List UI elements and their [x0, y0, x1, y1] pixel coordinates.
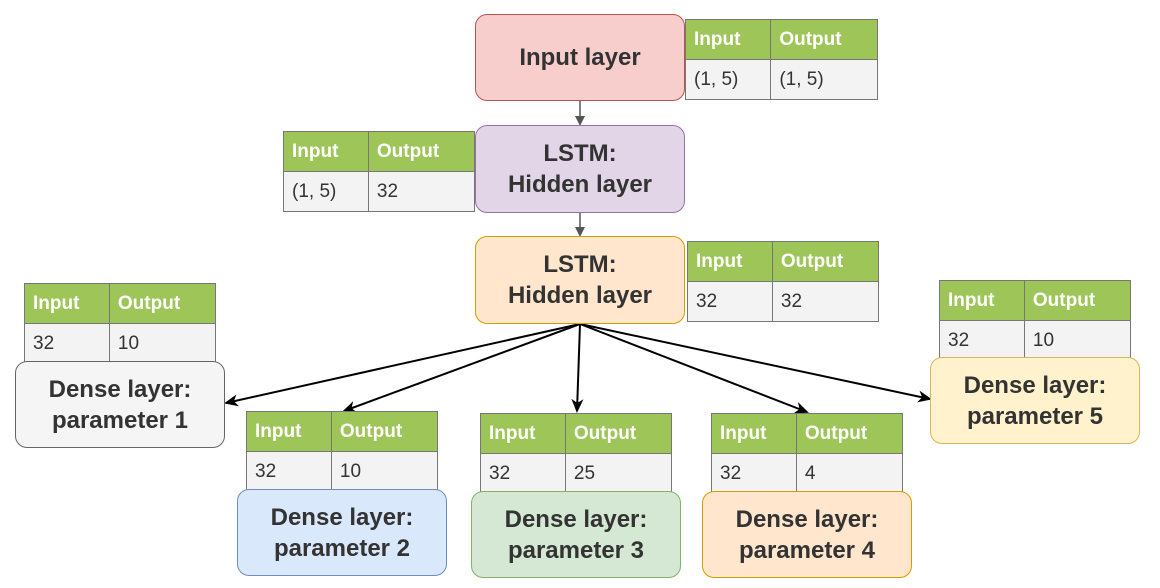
io-header-output: Output [771, 241, 880, 282]
lstm2-label-line1: LSTM: [543, 251, 617, 278]
io-header-input: Input [684, 19, 772, 60]
io-header-output: Output [795, 413, 904, 454]
io-value-output: 32 [367, 171, 476, 212]
lstm1-label-line1: LSTM: [543, 140, 617, 167]
dense-layer-5-node: Dense layer: parameter 5 [930, 357, 1140, 444]
io-value-input: 32 [246, 451, 332, 492]
io-header-output: Output [1023, 280, 1132, 321]
io-value-input: (1, 5) [684, 59, 772, 100]
dense5-label-line2: parameter 5 [966, 402, 1104, 430]
dense4-label-line2: parameter 4 [738, 536, 876, 564]
lstm2-label-line2: Hidden layer [507, 282, 653, 309]
dense4-label-line1: Dense layer: [735, 505, 879, 533]
arrow-lstm2-to-dense4 [579, 323, 809, 414]
io-value-output: (1, 5) [770, 59, 878, 100]
dense-layer-1-node: Dense layer: parameter 1 [15, 361, 225, 448]
arrow-lstm2-to-dense2 [342, 323, 581, 413]
io-header-output: Output [108, 283, 217, 324]
dense3-label-line2: parameter 3 [507, 536, 645, 564]
dense-layer-4-node: Dense layer: parameter 4 [702, 491, 912, 578]
io-value-output: 32 [771, 281, 880, 322]
io-value-input: 32 [939, 320, 1025, 361]
dense1-label-line2: parameter 1 [51, 406, 189, 434]
io-header-input: Input [687, 241, 773, 282]
arrow-lstm2-to-dense1 [224, 323, 581, 407]
lstm-hidden-layer-1-node: LSTM: Hidden layer [475, 125, 685, 213]
io-header-input: Input [711, 413, 797, 454]
io-header-output: Output [770, 19, 878, 60]
dense5-label-line1: Dense layer: [963, 371, 1107, 399]
io-header-input: Input [480, 413, 566, 454]
dense2-label-line1: Dense layer: [270, 503, 414, 531]
io-header-input: Input [246, 411, 332, 452]
dense2-label-line2: parameter 2 [273, 534, 411, 562]
io-value-output: 10 [108, 323, 217, 364]
io-value-output: 10 [1023, 320, 1132, 361]
io-header-input: Input [283, 131, 369, 172]
io-header-output: Output [367, 131, 476, 172]
io-header-output: Output [564, 413, 673, 454]
io-value-input: 32 [687, 281, 773, 322]
io-value-output: 10 [330, 451, 439, 492]
dense-layer-3-node: Dense layer: parameter 3 [471, 491, 681, 578]
dense3-label-line1: Dense layer: [504, 505, 648, 533]
io-value-input: 32 [24, 323, 110, 364]
io-value-input: 32 [480, 453, 566, 494]
io-value-output: 25 [564, 453, 673, 494]
io-header-output: Output [330, 411, 439, 452]
io-header-input: Input [939, 280, 1025, 321]
lstm-hidden-layer-2-node: LSTM: Hidden layer [475, 236, 685, 324]
arrow-lstm2-to-dense5 [579, 323, 932, 403]
arrow-lstm2-to-dense3 [571, 323, 584, 413]
io-value-output: 4 [795, 453, 904, 494]
io-value-input: 32 [711, 453, 797, 494]
dense1-label-line1: Dense layer: [48, 375, 192, 403]
io-value-input: (1, 5) [283, 171, 369, 212]
dense-layer-2-node: Dense layer: parameter 2 [237, 489, 447, 576]
input-layer-node: Input layer [475, 14, 685, 101]
input-layer-label: Input layer [519, 44, 641, 71]
lstm1-label-line2: Hidden layer [507, 171, 653, 198]
io-header-input: Input [24, 283, 110, 324]
